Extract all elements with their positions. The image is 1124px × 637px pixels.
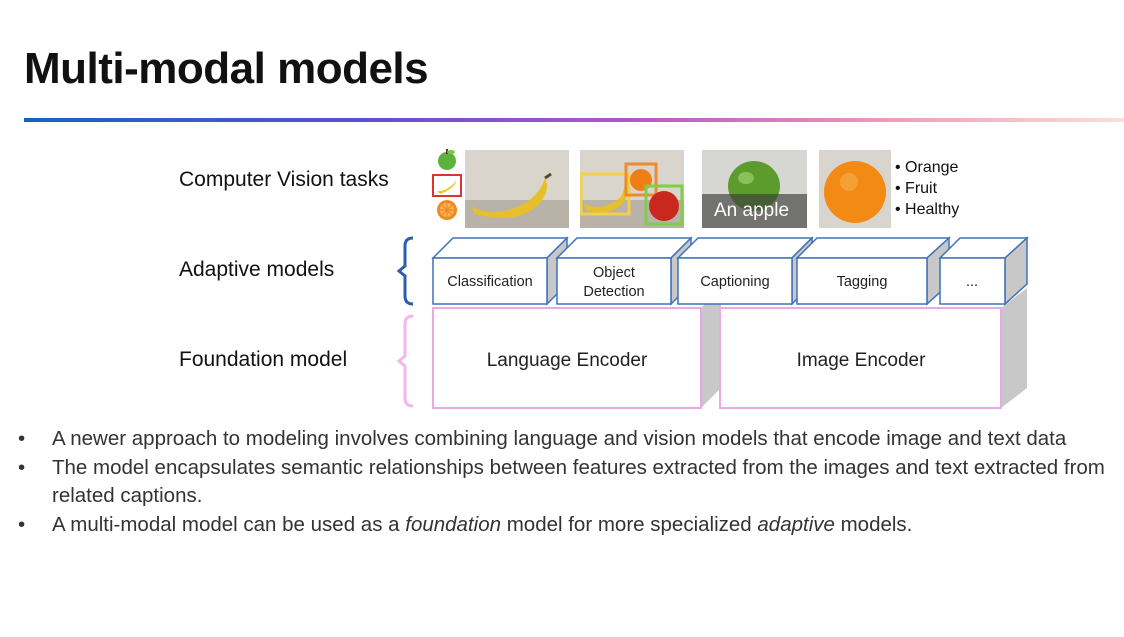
bullet-list: • A newer approach to modeling involves … (18, 425, 1108, 539)
orange-image (819, 150, 891, 228)
image-encoder-label: Image Encoder (797, 350, 927, 371)
tag-list: Orange Fruit Healthy (895, 157, 959, 220)
tag-item: Fruit (895, 178, 959, 199)
bullet-text-part: model for more specialized (501, 512, 758, 536)
banana-image (465, 150, 569, 228)
tagging-label: Tagging (837, 274, 888, 290)
classification-label: Classification (447, 274, 532, 290)
captioning-photo: An apple (702, 150, 807, 228)
tagging-photo (819, 150, 891, 228)
more-models-block (938, 236, 1029, 306)
captioning-label: Captioning (700, 274, 769, 290)
language-encoder-label: Language Encoder (487, 350, 648, 371)
apple-icon (438, 149, 456, 170)
bullet-item: • A multi-modal model can be used as a f… (18, 512, 913, 536)
row-label-foundation: Foundation model (179, 348, 348, 371)
captioning-block (676, 236, 814, 306)
caption-overlay-text: An apple (714, 200, 790, 221)
row-label-adaptive: Adaptive models (179, 258, 335, 281)
apple-bounding-box (644, 184, 684, 226)
green-apple-image (702, 150, 807, 228)
bullet-emphasis: foundation (405, 512, 502, 536)
title-gradient-rule (24, 118, 1124, 122)
banana-icon (432, 174, 462, 197)
foundation-bracket (396, 314, 414, 408)
slide-title: Multi-modal models (24, 44, 429, 93)
classification-block (431, 236, 569, 306)
banana-photo (465, 150, 569, 228)
bullet-item: • A newer approach to modeling involves … (18, 427, 1067, 450)
tagging-block (795, 236, 951, 306)
bullet-text: The model encapsulates semantic relation… (52, 455, 1105, 508)
orange-bounding-box (624, 162, 658, 197)
detection-photo (580, 150, 684, 228)
bullet-text: A newer approach to modeling involves co… (52, 427, 1067, 450)
bullet-text-part: models. (834, 512, 913, 536)
language-encoder-block (432, 288, 721, 409)
row-label-cv-tasks: Computer Vision tasks (179, 168, 389, 191)
adaptive-bracket (396, 236, 414, 306)
tag-item: Orange (895, 157, 959, 178)
more-models-label: ... (966, 274, 978, 290)
bullet-item: • The model encapsulates semantic relati… (18, 455, 1105, 508)
tag-item: Healthy (895, 199, 959, 220)
image-encoder-block (719, 288, 1027, 409)
fruit-icons (432, 149, 462, 220)
orange-slice-icon (437, 200, 457, 220)
detection-image (580, 150, 684, 228)
bullet-emphasis: adaptive (757, 512, 835, 536)
bullet-text-part: A multi-modal model can be used as a (52, 512, 406, 536)
